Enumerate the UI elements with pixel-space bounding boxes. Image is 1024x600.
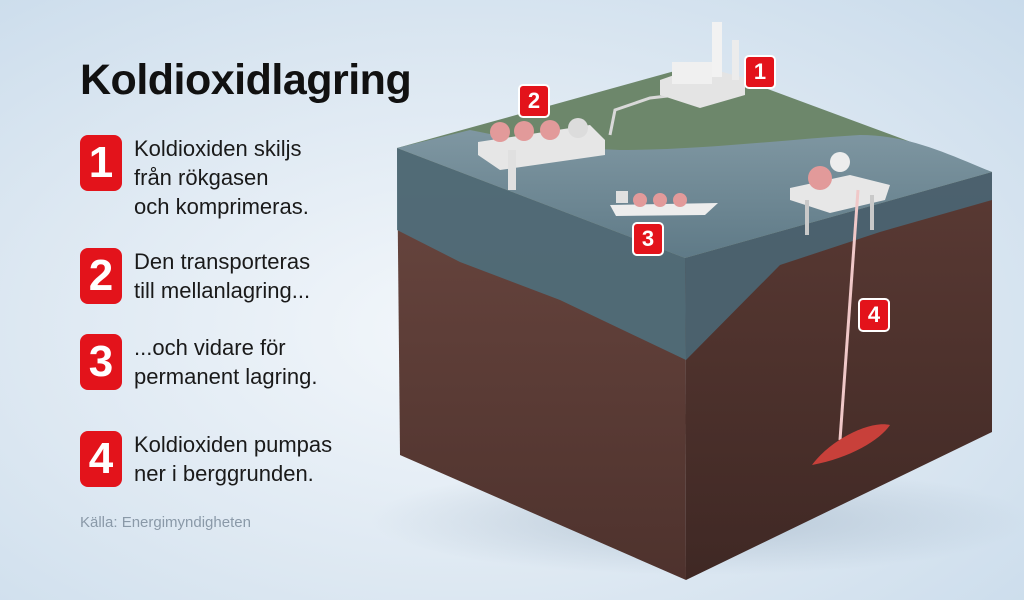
step-description: Koldioxiden skiljs från rökgasen och kom…: [134, 136, 309, 219]
co2-reservoir: [812, 424, 890, 465]
source-credit: Källa: Energimyndigheten: [80, 514, 251, 531]
step-description: Koldioxiden pumpas ner i berggrunden.: [134, 432, 333, 486]
step-number-badge: 3: [80, 334, 122, 390]
step-description: ...och vidare för permanent lagring.: [134, 335, 318, 389]
offshore-platform: [790, 152, 890, 235]
step-2: 2 Den transporteras till mellanlagring..…: [80, 248, 310, 305]
step-3: 3 ...och vidare för permanent lagring.: [80, 334, 317, 391]
water-layer-front: [397, 148, 686, 360]
diagram-marker-2: 2: [518, 84, 550, 118]
step-number-badge: 4: [80, 431, 122, 487]
step-1: 1 Koldioxiden skiljs från rökgasen och k…: [80, 135, 309, 221]
injection-well: [838, 189, 860, 441]
step-4: 4 Koldioxiden pumpas ner i berggrunden.: [80, 431, 332, 488]
diagram-marker-1: 1: [744, 55, 776, 89]
storage-terminal: [478, 118, 605, 190]
step-number-badge: 2: [80, 248, 122, 304]
step-number-badge: 1: [80, 135, 122, 191]
diagram-marker-4: 4: [858, 298, 890, 332]
step-description: Den transporteras till mellanlagring...: [134, 249, 311, 303]
water-layer-side: [685, 172, 992, 360]
transport-ship: [610, 191, 718, 216]
diagram-marker-3: 3: [632, 222, 664, 256]
power-plant: [660, 22, 745, 108]
page-title: Koldioxidlagring: [80, 56, 412, 104]
